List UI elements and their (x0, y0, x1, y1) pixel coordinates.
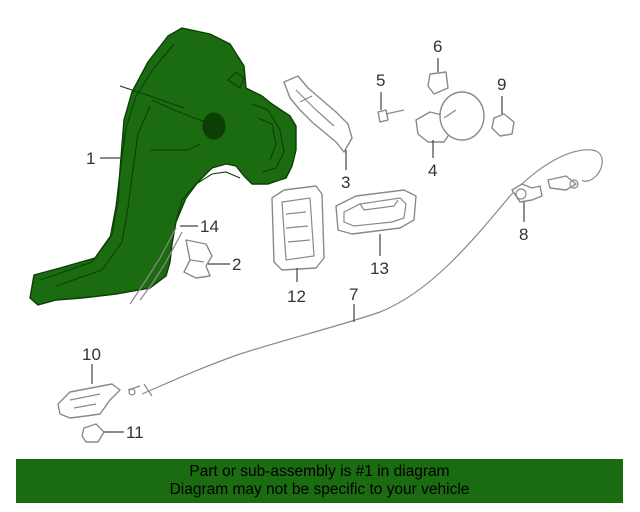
callout-9: 9 (497, 75, 506, 94)
banner-line-2: Diagram may not be specific to your vehi… (169, 481, 470, 498)
callout-5: 5 (376, 71, 385, 90)
bolt-part-5[interactable] (377, 109, 405, 123)
callout-1: 1 (86, 149, 95, 168)
leader-lines (91, 58, 525, 433)
callout-labels: 1 2 3 4 5 6 7 8 9 10 11 12 13 14 (82, 37, 528, 442)
callout-13: 13 (370, 259, 389, 278)
quarter-panel-part-1[interactable] (29, 27, 297, 306)
callout-14: 14 (200, 217, 219, 236)
filler-pocket-part-12[interactable] (271, 185, 325, 271)
release-cable-part-7[interactable] (127, 149, 603, 397)
callout-6: 6 (433, 37, 442, 56)
grommet-part-9[interactable] (491, 113, 515, 137)
bracket-part-3[interactable] (283, 75, 353, 153)
strip-part-14[interactable] (129, 227, 183, 305)
grommet-part-8[interactable] (511, 183, 543, 203)
bracket-part-2[interactable] (183, 239, 213, 279)
callout-3: 3 (341, 173, 350, 192)
callout-2: 2 (232, 255, 241, 274)
seal-part-13[interactable] (335, 189, 417, 235)
callout-11: 11 (126, 423, 144, 442)
banner-line-1: Part or sub-assembly is #1 in diagram (189, 463, 450, 480)
release-handle-part-10[interactable] (57, 383, 121, 419)
clip-part-6[interactable] (427, 71, 449, 95)
callout-4: 4 (428, 161, 437, 180)
callout-12: 12 (287, 287, 306, 306)
callout-8: 8 (519, 225, 528, 244)
callout-10: 10 (82, 345, 101, 364)
info-banner: Part or sub-assembly is #1 in diagram Di… (16, 459, 623, 503)
callout-7: 7 (349, 285, 358, 304)
clip-part-11[interactable] (81, 423, 105, 443)
parts-diagram: 1 2 3 4 5 6 7 8 9 10 11 12 13 14 (29, 27, 603, 443)
fuel-door-part-4[interactable] (415, 91, 485, 143)
